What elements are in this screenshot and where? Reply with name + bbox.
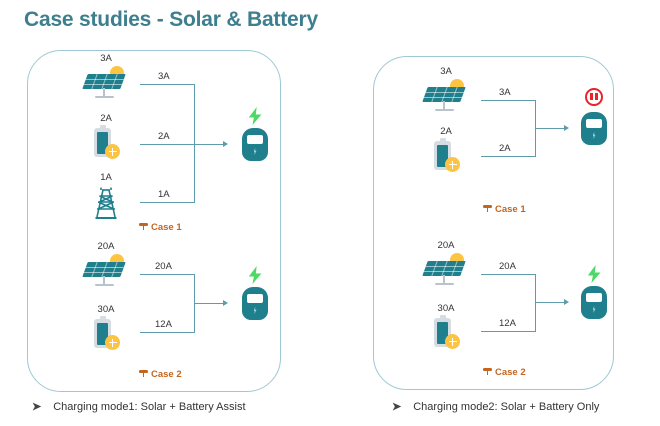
wire-arrow-head xyxy=(223,140,228,147)
bullet-arrow-icon: ➤ xyxy=(392,401,402,413)
case-label: Case 1 xyxy=(483,204,526,215)
charging-mode1-panel xyxy=(27,50,281,392)
source-solar: 3A xyxy=(79,53,133,105)
right-case-1-group: 3A 2A 3A 2A xyxy=(373,56,614,221)
wire-battery xyxy=(481,156,536,158)
flow-label-solar: 3A xyxy=(158,71,170,82)
source-grid: 1A xyxy=(79,172,133,224)
wire-battery xyxy=(140,144,224,146)
grid-amp-label: 1A xyxy=(100,172,112,183)
battery-amp-label: 2A xyxy=(100,113,112,124)
source-battery: 30A xyxy=(79,304,133,356)
charging-bolt-icon xyxy=(587,265,601,283)
flow-label-grid: 1A xyxy=(158,189,170,200)
flow-label-solar: 3A xyxy=(499,87,511,98)
wire-battery xyxy=(481,331,536,333)
wire-solar xyxy=(140,84,195,86)
left-case-2-group: 20A 30A 20A 1 xyxy=(27,238,281,392)
flow-label-battery: 12A xyxy=(499,318,516,329)
solar-amp-label: 20A xyxy=(97,241,115,252)
wire-bus xyxy=(194,84,196,203)
ev-charger xyxy=(571,265,617,319)
charger-bolt-glyph xyxy=(253,307,257,314)
wire-battery xyxy=(140,332,195,334)
source-solar: 20A xyxy=(419,240,473,292)
battery-amp-label: 2A xyxy=(440,126,452,137)
wire-out xyxy=(194,303,224,305)
flow-label-solar: 20A xyxy=(155,261,172,272)
case-label-text: Case 1 xyxy=(151,222,182,233)
flow-label-battery: 2A xyxy=(499,143,511,154)
ev-charger xyxy=(232,266,278,320)
charging-mode1-caption: ➤ Charging mode1: Solar + Battery Assist xyxy=(32,400,246,413)
pin-icon xyxy=(483,367,492,376)
charger-bolt-glyph xyxy=(253,148,257,155)
solar-panel-icon xyxy=(419,252,473,292)
case-label: Case 2 xyxy=(139,369,182,380)
flow-label-battery: 2A xyxy=(158,131,170,142)
wire-solar xyxy=(481,274,536,276)
solar-amp-label: 20A xyxy=(437,240,455,251)
solar-panel-icon xyxy=(79,253,133,293)
charging-mode1-caption-text: Charging mode1: Solar + Battery Assist xyxy=(53,401,246,413)
bullet-arrow-icon: ➤ xyxy=(32,401,42,413)
battery-icon xyxy=(79,125,133,165)
charger-screen xyxy=(247,294,263,303)
wire-grid xyxy=(140,202,195,204)
solar-amp-label: 3A xyxy=(100,53,112,64)
battery-icon xyxy=(419,315,473,355)
source-battery: 30A xyxy=(419,303,473,355)
grid-tower-icon xyxy=(79,184,133,224)
ev-charger xyxy=(232,107,278,161)
charging-bolt-icon xyxy=(248,266,262,284)
charger-screen xyxy=(586,119,602,128)
charging-mode2-caption-text: Charging mode2: Solar + Battery Only xyxy=(413,401,600,413)
left-case-1-group: 3A 2A 1A xyxy=(27,50,281,235)
case-label-text: Case 2 xyxy=(495,367,526,378)
wire-out xyxy=(535,302,565,304)
pin-icon xyxy=(139,222,148,231)
solar-panel-icon xyxy=(419,78,473,118)
pin-icon xyxy=(139,369,148,378)
ev-charger xyxy=(571,88,617,145)
wire-arrow-head xyxy=(223,299,228,306)
wire-out xyxy=(535,128,565,130)
battery-plus-badge-icon xyxy=(105,144,120,159)
wire-solar xyxy=(140,274,195,276)
battery-icon xyxy=(79,316,133,356)
charger-bolt-glyph xyxy=(592,306,596,313)
source-solar: 20A xyxy=(79,241,133,293)
case-label: Case 2 xyxy=(483,367,526,378)
battery-plus-badge-icon xyxy=(105,335,120,350)
solar-amp-label: 3A xyxy=(440,66,452,77)
case-label-text: Case 1 xyxy=(495,204,526,215)
flow-label-solar: 20A xyxy=(499,261,516,272)
charger-screen xyxy=(586,293,602,302)
charging-mode2-caption: ➤ Charging mode2: Solar + Battery Only xyxy=(392,400,599,413)
charging-bolt-icon xyxy=(248,107,262,125)
wire-solar xyxy=(481,100,536,102)
wire-arrow-head xyxy=(564,124,569,131)
charging-mode2-panel xyxy=(373,56,614,390)
right-case-2-group: 20A 30A 20A 1 xyxy=(373,235,614,390)
battery-icon xyxy=(419,138,473,178)
pin-icon xyxy=(483,204,492,213)
solar-panel-icon xyxy=(79,65,133,105)
page-title: Case studies - Solar & Battery xyxy=(24,8,318,31)
source-battery: 2A xyxy=(79,113,133,165)
battery-amp-label: 30A xyxy=(437,303,455,314)
case-label: Case 1 xyxy=(139,222,182,233)
flow-label-battery: 12A xyxy=(155,319,172,330)
case-label-text: Case 2 xyxy=(151,369,182,380)
source-battery: 2A xyxy=(419,126,473,178)
battery-plus-badge-icon xyxy=(445,157,460,172)
battery-amp-label: 30A xyxy=(97,304,115,315)
wire-arrow-head xyxy=(564,298,569,305)
grid-tower-glyph xyxy=(95,187,117,219)
charging-paused-icon xyxy=(585,88,603,106)
charger-screen xyxy=(247,135,263,144)
charger-bolt-glyph xyxy=(592,132,596,139)
battery-plus-badge-icon xyxy=(445,334,460,349)
source-solar: 3A xyxy=(419,66,473,118)
